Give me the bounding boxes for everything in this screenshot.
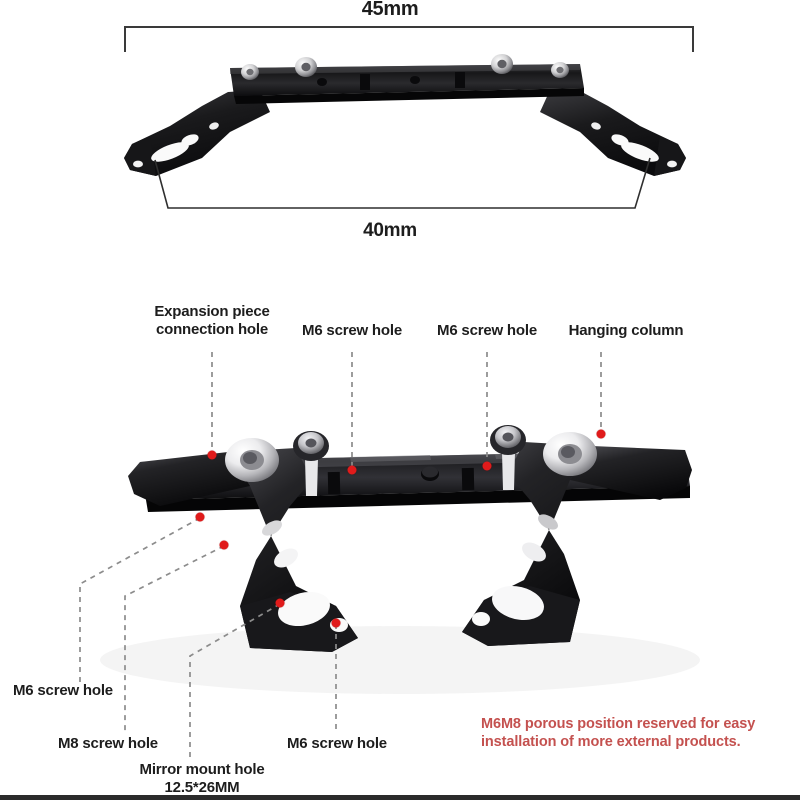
dimension-label-45mm: 45mm <box>361 0 419 20</box>
marker-dot-m6-bottom <box>331 618 341 628</box>
callout-m6-screw-hole-top-right: M6 screw hole <box>437 322 537 339</box>
callout-m6-screw-hole-left: M6 screw hole <box>13 682 113 699</box>
dimension-label-40mm: 40mm <box>363 220 417 241</box>
callout-hanging-column: Hanging column <box>568 322 684 339</box>
bottom-divider <box>0 795 800 800</box>
callout-m8-screw-hole: M8 screw hole <box>58 735 158 752</box>
marker-dot-mirror-mount <box>275 598 285 608</box>
callout-expansion-piece-connection-hole: Expansion piece connection hole <box>154 303 270 338</box>
marker-dot-m6-top-left <box>347 465 357 475</box>
marker-dot-m8 <box>219 540 229 550</box>
dimension-bracket-45mm <box>124 26 694 52</box>
product-photo-top <box>124 54 686 176</box>
product-photo-bottom <box>128 425 692 652</box>
callout-mirror-mount-hole: Mirror mount hole 12.5*26MM <box>139 761 265 796</box>
marker-dot-m6-left <box>195 512 205 522</box>
callout-m6-screw-hole-bottom: M6 screw hole <box>287 735 387 752</box>
reserved-position-note: M6M8 porous position reserved for easy i… <box>481 716 756 751</box>
marker-dot-expansion-piece <box>207 450 217 460</box>
callout-m6-screw-hole-top-left: M6 screw hole <box>302 322 402 339</box>
marker-dot-m6-top-right <box>482 461 492 471</box>
marker-dot-hanging-column <box>596 429 606 439</box>
